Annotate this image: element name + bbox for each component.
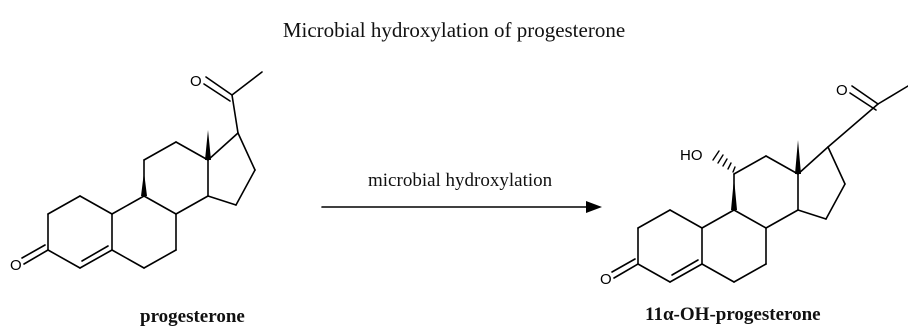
- reactant-oxygen-acetyl: O: [190, 73, 202, 90]
- product-oxygen-ketone: O: [600, 271, 612, 288]
- product-oxygen-acetyl: O: [836, 82, 848, 99]
- hydroxyprogesterone-structure: [611, 85, 908, 283]
- reaction-arrow-head: [586, 201, 602, 213]
- product-hydroxyl-label: HO: [680, 147, 703, 164]
- progesterone-structure: [21, 71, 263, 269]
- reactant-oxygen-ketone: O: [10, 257, 22, 274]
- diagram-title: Microbial hydroxylation of progesterone: [282, 18, 626, 42]
- arrow-label: microbial hydroxylation: [368, 170, 553, 191]
- reactant-name: progesterone: [140, 306, 245, 327]
- product-name: 11α-OH-progesterone: [645, 304, 821, 325]
- hashed-bond: [712, 150, 736, 173]
